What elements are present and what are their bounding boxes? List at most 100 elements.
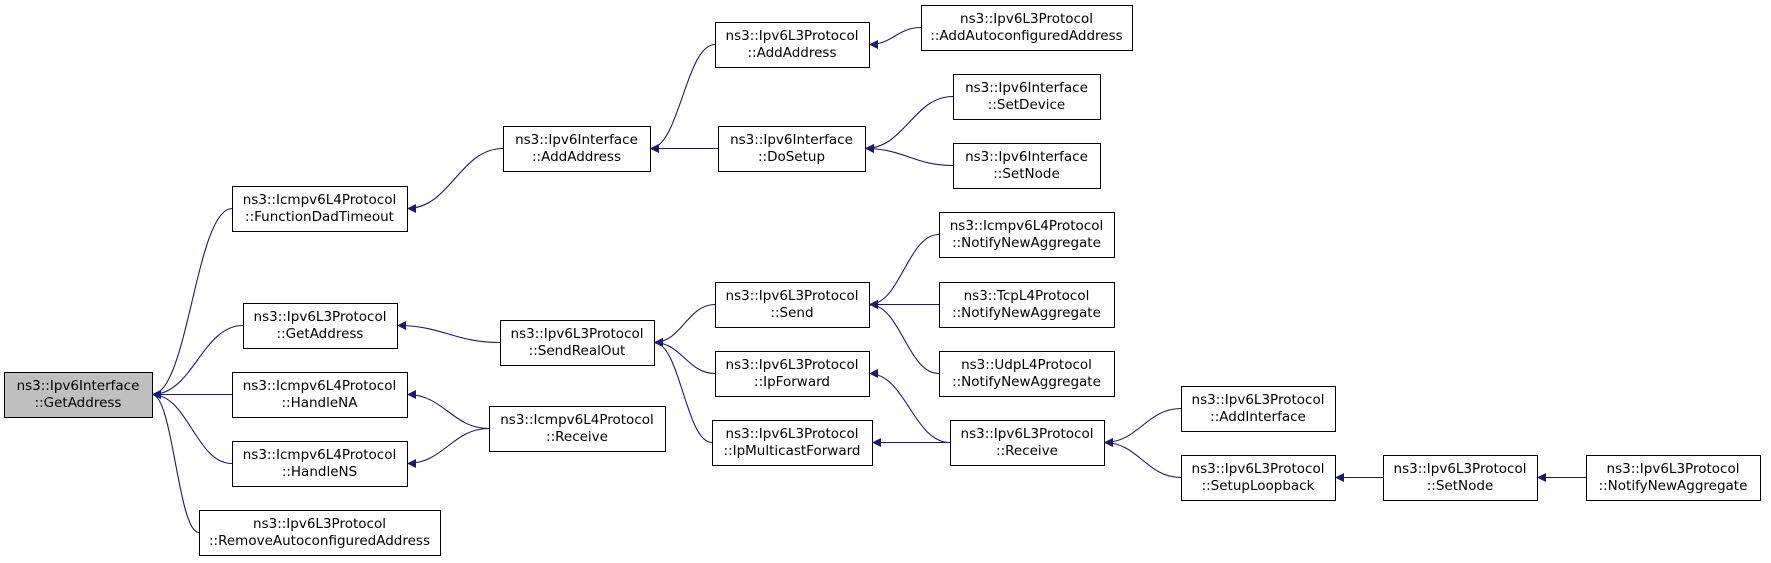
edges	[151, 26, 1586, 534]
node-class-label: ns3::Icmpv6L4Protocol	[243, 192, 397, 208]
edge-icmp-notify-to-l3-send	[868, 233, 940, 309]
node-box	[1383, 455, 1538, 501]
node-method-label: ::HandleNS	[282, 464, 357, 480]
node-icmp-notify[interactable]: ns3::Icmpv6L4Protocol::NotifyNewAggregat…	[939, 212, 1115, 258]
edge-icmp-receive-to-icmp-hna	[406, 390, 490, 430]
node-method-label: ::AddAddress	[748, 45, 837, 61]
node-method-label: ::Receive	[546, 429, 608, 445]
node-tcp-notify[interactable]: ns3::TcpL4Protocol::NotifyNewAggregate	[939, 282, 1115, 328]
node-if-setdevice[interactable]: ns3::Ipv6Interface::SetDevice	[953, 74, 1101, 120]
edge-line	[868, 300, 940, 375]
node-box	[718, 126, 866, 172]
edge-line	[151, 207, 233, 399]
node-l3-addiface[interactable]: ns3::Ipv6L3Protocol::AddInterface	[1181, 386, 1336, 432]
edge-line	[1103, 407, 1182, 447]
edge-line	[406, 427, 490, 468]
node-box	[939, 351, 1115, 397]
node-icmp-fdt[interactable]: ns3::Icmpv6L4Protocol::FunctionDadTimeou…	[232, 186, 408, 232]
node-method-label: ::IpForward	[754, 374, 830, 390]
edge-line	[151, 390, 233, 465]
edge-line	[1103, 438, 1182, 479]
edge-line	[868, 369, 951, 444]
node-class-label: ns3::UdpL4Protocol	[961, 357, 1092, 373]
node-icmp-receive[interactable]: ns3::Icmpv6L4Protocol::Receive	[489, 406, 666, 452]
node-l3-setnode[interactable]: ns3::Ipv6L3Protocol::SetNode	[1383, 455, 1538, 501]
node-box	[489, 406, 666, 452]
node-box	[1181, 455, 1336, 501]
edge-line	[653, 338, 713, 444]
node-class-label: ns3::Icmpv6L4Protocol	[950, 218, 1104, 234]
node-l3-addautoaddr[interactable]: ns3::Ipv6L3Protocol::AddAutoconfiguredAd…	[921, 5, 1133, 51]
node-box	[243, 303, 398, 349]
node-l3-addaddr[interactable]: ns3::Ipv6L3Protocol::AddAddress	[715, 22, 870, 68]
node-box	[939, 282, 1115, 328]
node-method-label: ::NotifyNewAggregate	[952, 305, 1101, 321]
node-class-label: ns3::Ipv6L3Protocol	[726, 426, 859, 442]
node-l3-ipforward[interactable]: ns3::Ipv6L3Protocol::IpForward	[715, 351, 870, 397]
node-class-label: ns3::Ipv6L3Protocol	[1607, 461, 1740, 477]
edge-if-addaddr-to-icmp-fdt	[406, 147, 504, 213]
node-method-label: ::RemoveAutoconfiguredAddress	[209, 533, 430, 549]
node-class-label: ns3::Ipv6L3Protocol	[254, 309, 387, 325]
node-l3-receive[interactable]: ns3::Ipv6L3Protocol::Receive	[950, 420, 1105, 466]
node-class-label: ns3::TcpL4Protocol	[964, 288, 1090, 304]
node-method-label: ::SendRealOut	[529, 343, 626, 359]
node-udp-notify[interactable]: ns3::UdpL4Protocol::NotifyNewAggregate	[939, 351, 1115, 397]
node-box	[232, 441, 408, 487]
node-box	[232, 372, 408, 418]
node-class-label: ns3::Ipv6L3Protocol	[511, 326, 644, 342]
node-if-setnode[interactable]: ns3::Ipv6Interface::SetNode	[953, 143, 1101, 189]
node-box	[953, 74, 1101, 120]
node-box	[4, 372, 153, 418]
node-class-label: ns3::Ipv6L3Protocol	[1394, 461, 1527, 477]
node-l3-getaddr[interactable]: ns3::Ipv6L3Protocol::GetAddress	[243, 303, 398, 349]
node-box	[1586, 455, 1761, 501]
edge-line	[151, 324, 244, 399]
node-l3-sendrealout[interactable]: ns3::Ipv6L3Protocol::SendRealOut	[500, 320, 655, 366]
edge-line	[868, 233, 940, 309]
node-box	[712, 420, 873, 466]
node-method-label: ::NotifyNewAggregate	[952, 235, 1101, 251]
node-l3-send[interactable]: ns3::Ipv6L3Protocol::Send	[715, 282, 870, 328]
node-method-label: ::HandleNA	[281, 395, 358, 411]
node-root[interactable]: ns3::Ipv6Interface::GetAddress	[4, 372, 153, 418]
node-icmp-hns[interactable]: ns3::Icmpv6L4Protocol::HandleNS	[232, 441, 408, 487]
node-box	[715, 351, 870, 397]
node-method-label: ::SetupLoopback	[1202, 478, 1315, 494]
edge-l3-addaddr-to-if-addaddr	[649, 43, 716, 153]
node-method-label: ::Send	[770, 305, 813, 321]
node-l3-ipmcast[interactable]: ns3::Ipv6L3Protocol::IpMulticastForward	[712, 420, 873, 466]
node-box	[715, 22, 870, 68]
edge-line	[653, 303, 716, 347]
node-method-label: ::GetAddress	[277, 326, 364, 342]
edge-l3-addautoaddr-to-l3-addaddr	[868, 26, 922, 49]
node-method-label: ::NotifyNewAggregate	[1599, 478, 1748, 494]
node-icmp-hna[interactable]: ns3::Icmpv6L4Protocol::HandleNA	[232, 372, 408, 418]
edge-icmp-fdt-to-root	[151, 207, 233, 399]
node-l3-setuploop[interactable]: ns3::Ipv6L3Protocol::SetupLoopback	[1181, 455, 1336, 501]
edge-l3-receive-to-l3-ipforward	[868, 369, 951, 444]
node-box	[950, 420, 1105, 466]
node-l3-notify[interactable]: ns3::Ipv6L3Protocol::NotifyNewAggregate	[1586, 455, 1761, 501]
edge-l3-ipmcast-to-l3-sendrealout	[653, 338, 713, 444]
edge-l3-send-to-l3-sendrealout	[653, 303, 716, 347]
node-method-label: ::SetDevice	[988, 97, 1065, 113]
node-if-dosetup[interactable]: ns3::Ipv6Interface::DoSetup	[718, 126, 866, 172]
node-class-label: ns3::Ipv6L3Protocol	[961, 426, 1094, 442]
node-box	[939, 212, 1115, 258]
edge-l3-sendrealout-to-l3-getaddr	[396, 321, 501, 344]
node-method-label: ::AddInterface	[1210, 409, 1306, 425]
node-l3-removeauto[interactable]: ns3::Ipv6L3Protocol::RemoveAutoconfigure…	[199, 510, 441, 556]
node-method-label: ::NotifyNewAggregate	[952, 374, 1101, 390]
nodes: ns3::Ipv6Interface::GetAddressns3::Icmpv…	[4, 5, 1761, 556]
node-class-label: ns3::Ipv6Interface	[965, 80, 1088, 96]
edge-icmp-hns-to-root	[151, 390, 233, 465]
node-class-label: ns3::Ipv6L3Protocol	[726, 288, 859, 304]
node-method-label: ::AddAutoconfiguredAddress	[930, 28, 1122, 44]
node-class-label: ns3::Icmpv6L4Protocol	[243, 378, 397, 394]
edge-line	[406, 147, 504, 213]
node-if-addaddr[interactable]: ns3::Ipv6Interface::AddAddress	[503, 126, 651, 172]
node-box	[500, 320, 655, 366]
edge-if-setdevice-to-if-dosetup	[864, 95, 954, 153]
